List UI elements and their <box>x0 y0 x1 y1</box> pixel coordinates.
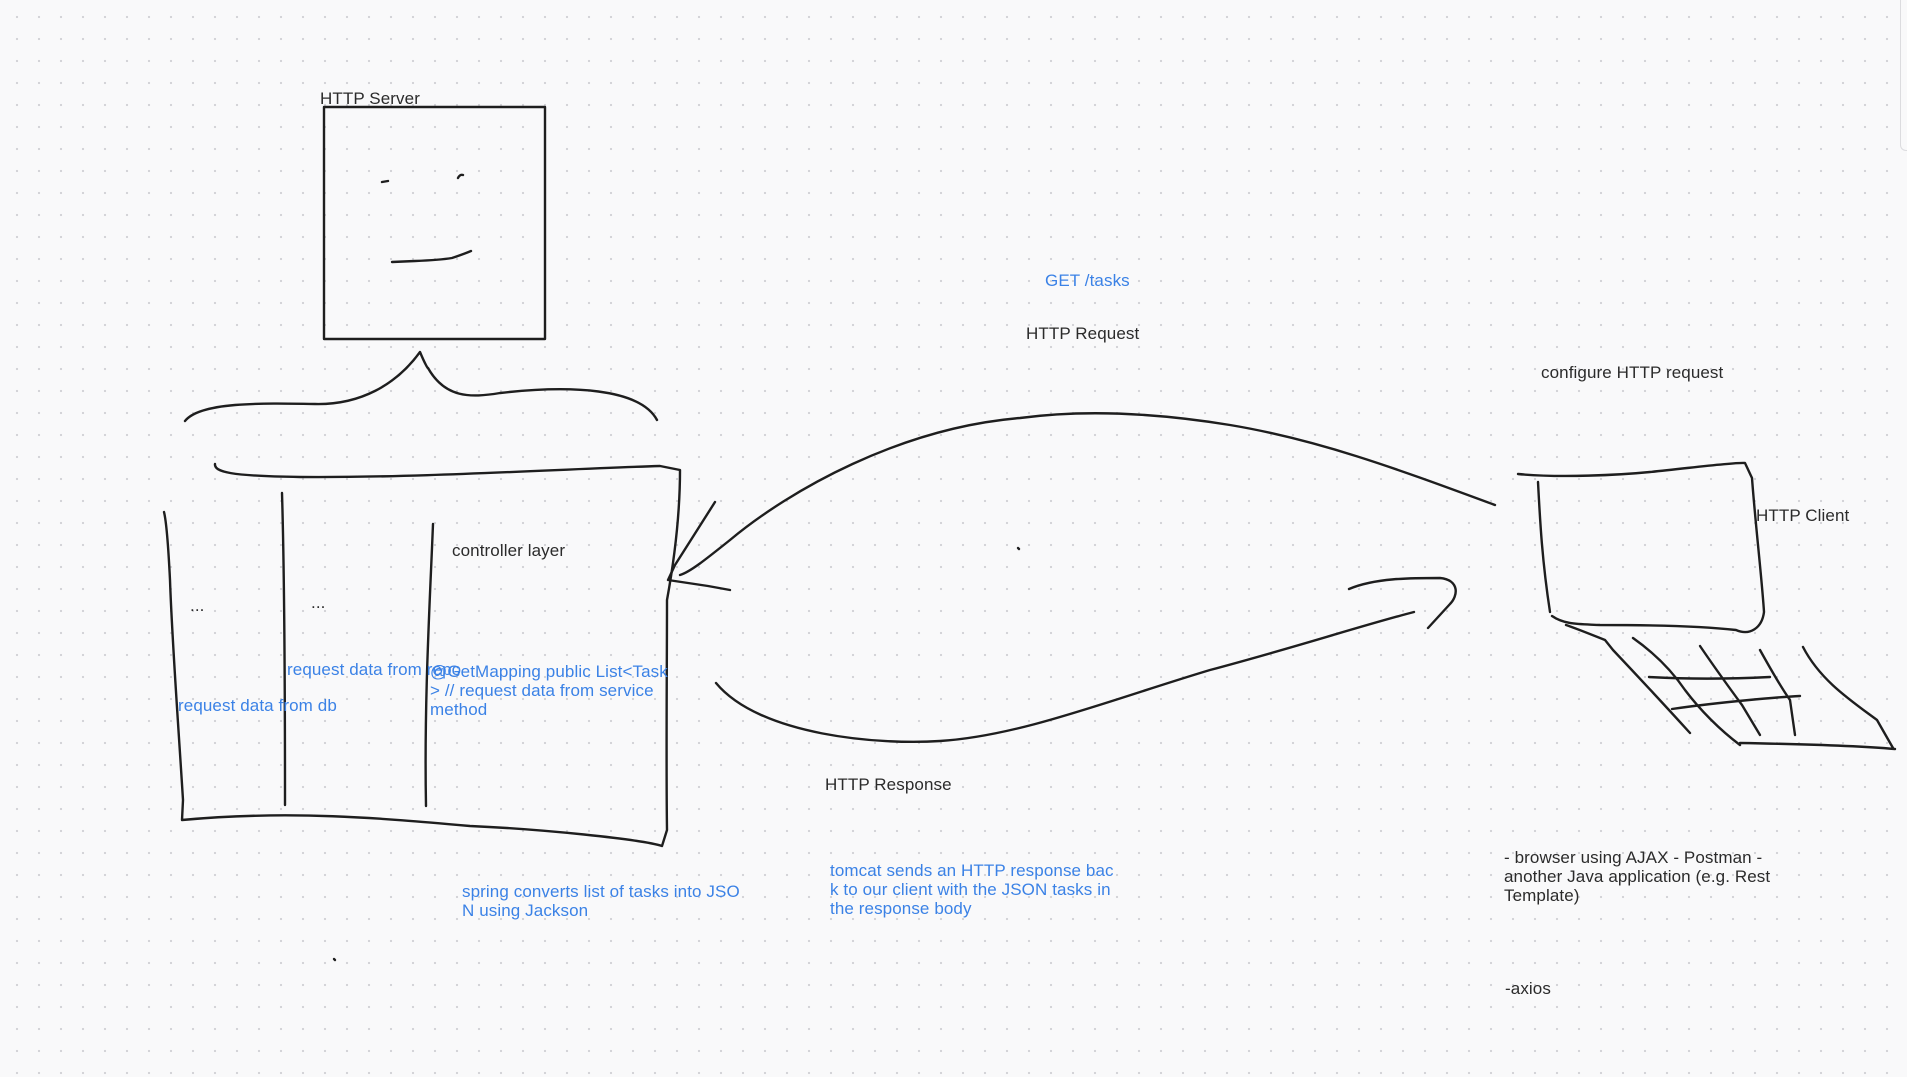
tomcat-note: tomcat sends an HTTP response back to ou… <box>830 861 1114 918</box>
server-layer-divider-1 <box>280 491 287 807</box>
column-one-note: request data from db <box>178 696 337 715</box>
server-title: HTTP Server <box>320 89 420 108</box>
server-brace <box>183 350 659 423</box>
server-box <box>322 105 547 341</box>
stray-dot <box>1016 546 1021 551</box>
response-arrow <box>714 576 1457 744</box>
request-arrow <box>666 412 1497 592</box>
controller-layer-label: controller layer <box>452 541 566 560</box>
controller-note: @GetMapping public List<Task> // request… <box>430 662 668 719</box>
response-label: HTTP Response <box>825 775 952 794</box>
client-examples-note: - browser using AJAX - Postman - another… <box>1504 848 1771 905</box>
configure-request-note: configure HTTP request <box>1541 363 1724 382</box>
server-face-icon <box>380 173 473 264</box>
laptop-icon <box>1516 461 1897 751</box>
spring-note: spring converts list of tasks into JSON … <box>462 882 740 920</box>
request-label: HTTP Request <box>1026 324 1140 343</box>
column-two-note: request data from repo <box>287 660 462 679</box>
server-layers-box <box>162 462 682 848</box>
column-one-ellipsis: ... <box>190 596 205 615</box>
request-endpoint: GET /tasks <box>1045 271 1130 290</box>
axios-note: -axios <box>1505 979 1551 998</box>
side-panel-edge <box>1900 0 1907 151</box>
stray-dot <box>332 957 337 962</box>
server-layer-divider-2 <box>424 522 435 808</box>
client-title: HTTP Client <box>1756 506 1850 525</box>
column-two-ellipsis: ... <box>311 593 326 612</box>
